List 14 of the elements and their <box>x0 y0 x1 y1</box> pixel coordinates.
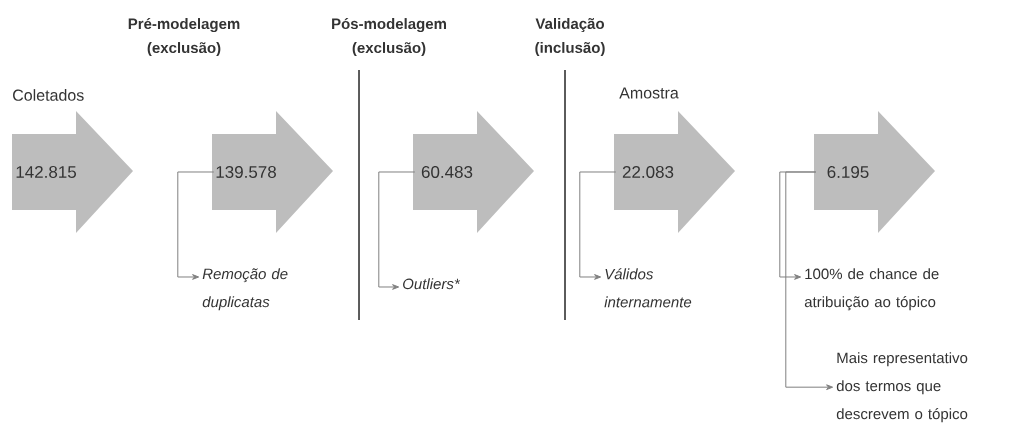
leader-arrow <box>177 171 215 280</box>
section-heading: Validação (inclusão) <box>535 18 605 56</box>
annotation-text: Mais representativo dos termos que descrevem o tópico <box>836 352 968 423</box>
annotation-text: Remoção de duplicatas <box>202 268 288 311</box>
stage-label: Amostra <box>619 87 679 99</box>
leader-arrow <box>785 171 834 391</box>
leader-arrow <box>579 171 617 280</box>
section-heading: Pré-modelagem (exclusão) <box>128 17 240 57</box>
annotation-text: 100% de chance de atribuição ao tópico <box>804 268 939 311</box>
section-heading: Pós-modelagem (exclusão) <box>332 17 446 57</box>
stage-label: Coletados <box>13 89 84 101</box>
annotation-text: Outliers* <box>403 278 461 290</box>
annotation-text: Válidos internamente <box>604 268 692 308</box>
leader-arrow <box>378 171 416 290</box>
